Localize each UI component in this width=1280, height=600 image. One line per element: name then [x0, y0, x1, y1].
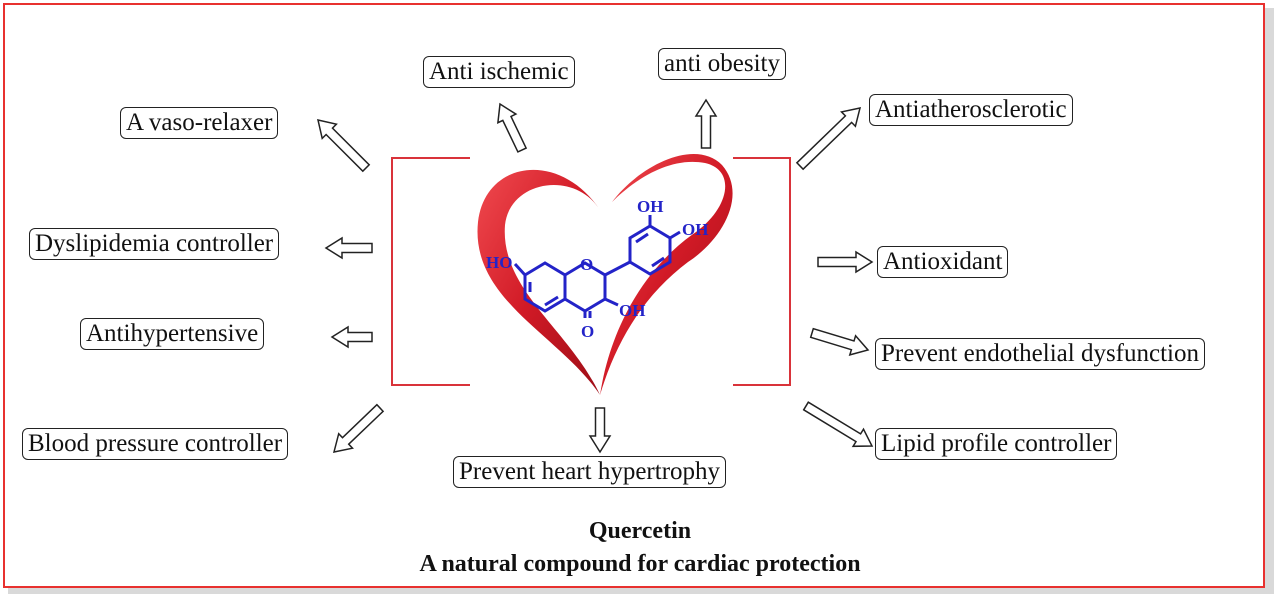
effect-anti-obesity: anti obesity [658, 48, 786, 80]
arrow-to-antioxidant [817, 250, 874, 274]
arrow-to-endothelial [809, 327, 870, 356]
effect-prevent-heart-hypertrophy: Prevent heart hypertrophy [453, 456, 727, 488]
heart-icon [477, 154, 733, 395]
label-oh-bottom: OH [619, 301, 645, 320]
caption-subtitle: A natural compound for cardiac protectio… [419, 551, 861, 577]
right-bracket [733, 157, 791, 386]
arrow-to-antiatherosclerotic [795, 107, 862, 171]
effect-prevent-endothelial-dysfunction: Prevent endothelial dysfunction [875, 338, 1205, 370]
caption-title: Quercetin [588, 518, 692, 544]
arrow-to-antihypertensive [330, 325, 373, 349]
label-oh-top: OH [637, 197, 663, 216]
arrow-to-blood-pressure [332, 403, 385, 453]
effect-dyslipidemia-controller: Dyslipidemia controller [29, 228, 280, 260]
arrow-to-anti-ischemic [497, 102, 528, 153]
arrow-to-dyslipidemia [324, 236, 373, 260]
arrow-to-lipid-profile [802, 401, 874, 448]
label-o-ring: O [580, 255, 593, 274]
effect-blood-pressure-controller: Blood pressure controller [22, 428, 289, 460]
effect-antihypertensive: Antihypertensive [80, 318, 265, 350]
label-ho-left: HO [486, 253, 512, 272]
effect-vaso-relaxer: A vaso-relaxer [120, 107, 279, 139]
left-bracket [391, 157, 470, 386]
arrow-to-heart-hypertrophy [588, 407, 612, 454]
label-oh-right: OH [682, 220, 708, 239]
effect-antioxidant: Antioxidant [877, 246, 1009, 278]
label-o-carbonyl: O [581, 322, 594, 341]
quercetin-molecule [513, 215, 681, 318]
effect-anti-ischemic: Anti ischemic [423, 56, 575, 88]
arrow-to-anti-obesity [694, 98, 718, 149]
molecule-labels: OH OH HO OH O O [486, 197, 708, 341]
arrow-to-vaso-relaxer [317, 119, 371, 173]
effect-antiatherosclerotic: Antiatherosclerotic [869, 94, 1073, 126]
arrow-group [317, 98, 874, 454]
effect-lipid-profile-controller: Lipid profile controller [875, 428, 1118, 460]
